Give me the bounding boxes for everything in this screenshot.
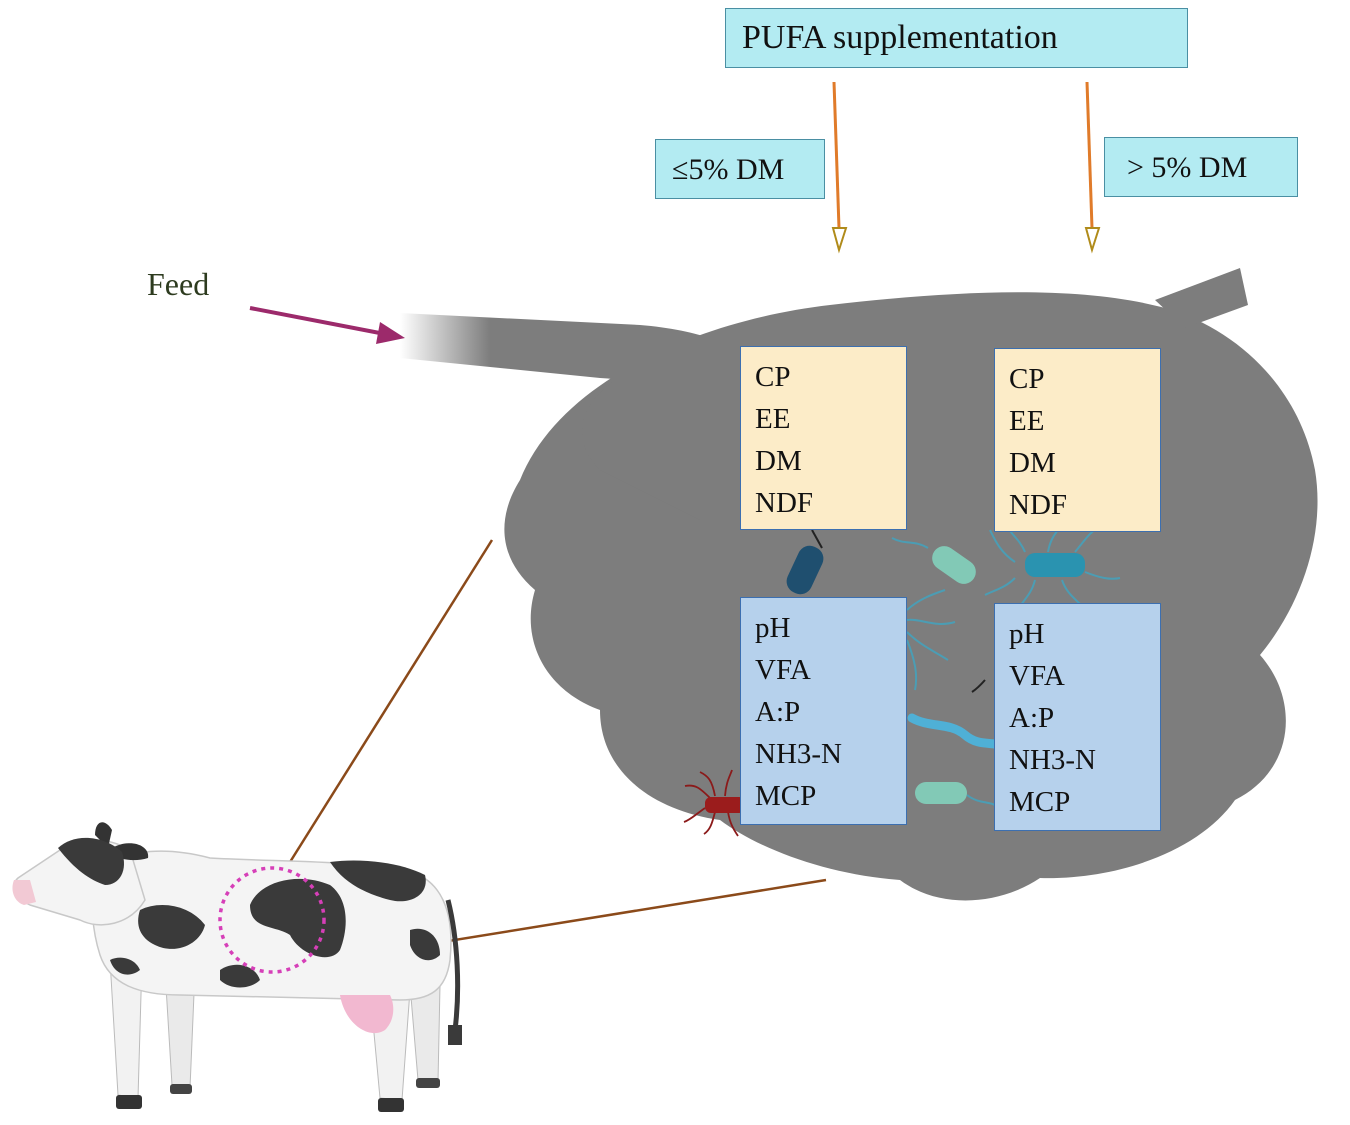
- condition-low-dose: ≤5% DM: [655, 139, 825, 199]
- panel-row-label: DM: [755, 445, 802, 477]
- panel-row-label: NH3-N: [755, 738, 842, 770]
- panel-row-label: VFA: [755, 654, 811, 686]
- panel-row-label: NDF: [1009, 489, 1068, 521]
- feed-label: Feed: [147, 266, 210, 302]
- microbe-red-flagellated: [683, 769, 745, 837]
- panel-row-label: NDF: [755, 487, 814, 519]
- panel-row-label: DM: [1009, 447, 1056, 479]
- panel-row-label: pH: [1009, 618, 1045, 650]
- panel-row-label: EE: [1009, 405, 1045, 437]
- panel-row-label: VFA: [1009, 660, 1065, 692]
- panel-row-label: EE: [755, 403, 791, 435]
- cow-illustration: [12, 822, 462, 1112]
- panel-row-label: A:P: [755, 696, 801, 728]
- panel-high-fermentation: pH VFA A:P NH3-N MCP: [994, 603, 1161, 831]
- header-pufa-supplementation: PUFA supplementation: [725, 8, 1188, 68]
- panel-row-label: CP: [1009, 363, 1045, 395]
- microbe-rod-mint-top: [891, 537, 976, 584]
- panel-row-label: A:P: [1009, 702, 1055, 734]
- panel-low-fermentation: pH VFA A:P NH3-N MCP: [740, 597, 907, 825]
- supplementation-arrows: [831, 81, 1101, 254]
- feed-arrow: [249, 306, 405, 344]
- microbe-wiggle-teal: [906, 589, 956, 691]
- condition-high-dose: > 5% DM: [1104, 137, 1298, 197]
- microbe-rod-navy: [786, 529, 824, 595]
- panel-row-label: NH3-N: [1009, 744, 1096, 776]
- panel-row-label: CP: [755, 361, 791, 393]
- panel-row-label: MCP: [1009, 786, 1071, 818]
- panel-row-label: MCP: [755, 780, 817, 812]
- panel-row-label: pH: [755, 612, 791, 644]
- panel-low-composition: CP EE DM NDF: [740, 346, 907, 530]
- rumen-location-circle: [218, 866, 326, 974]
- panel-high-composition: CP EE DM NDF: [994, 348, 1161, 532]
